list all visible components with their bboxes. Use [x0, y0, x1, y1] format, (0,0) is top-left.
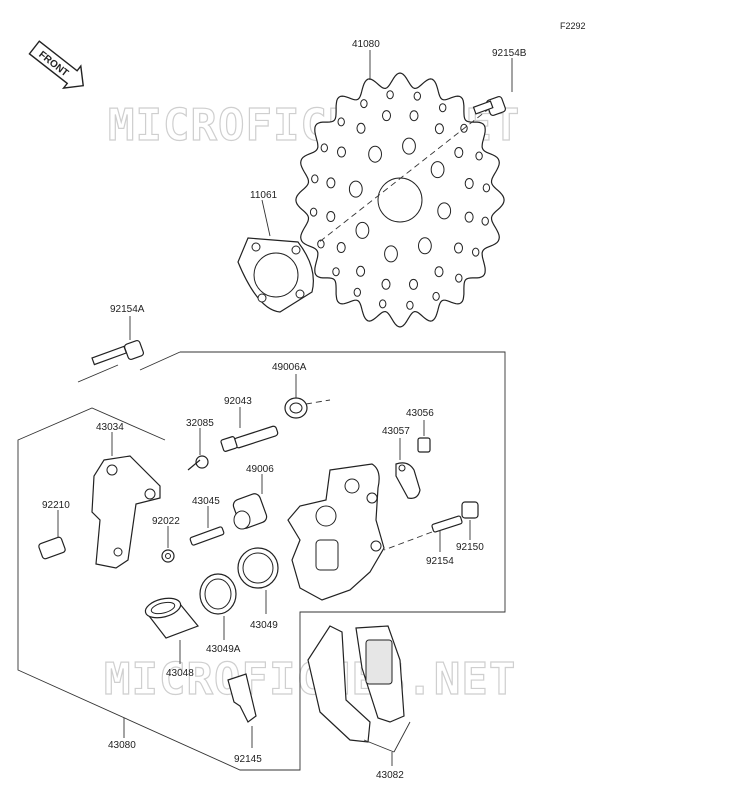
disc-hole	[437, 202, 452, 220]
disc-hole	[406, 300, 414, 310]
disc-hole	[379, 299, 387, 309]
disc-hole	[454, 242, 463, 254]
brake-pad-inner	[355, 625, 405, 723]
disc-hole	[432, 291, 440, 301]
caliper-bracket	[91, 455, 161, 569]
disc-hole	[368, 145, 383, 163]
disc-hole	[317, 239, 325, 249]
label-43045: 43045	[192, 496, 220, 507]
disc-hole	[360, 99, 368, 109]
disc-hole	[413, 91, 421, 101]
diagram-ref-code: F2292	[560, 21, 586, 31]
disc-hole	[482, 183, 491, 193]
disc-hole	[454, 147, 464, 158]
disc-hole	[336, 242, 346, 253]
label-43080: 43080	[108, 740, 136, 751]
disc-hole	[326, 211, 336, 222]
label-49006: 49006	[246, 464, 274, 475]
disc-hole	[475, 151, 483, 161]
front-direction-arrow-icon: FRONT	[28, 40, 84, 90]
boot-49006a	[284, 397, 308, 419]
label-43034: 43034	[96, 422, 124, 433]
disc-hole	[356, 265, 366, 277]
label-92154: 92154	[426, 556, 454, 567]
label-32085: 32085	[186, 418, 214, 429]
label-92145: 92145	[234, 754, 262, 765]
label-11061: 11061	[250, 190, 278, 201]
label-92150: 92150	[456, 542, 484, 553]
clip-32085	[187, 455, 209, 471]
disc-hole	[326, 177, 336, 189]
seal-43049	[237, 547, 279, 589]
pin-43045	[189, 526, 225, 546]
label-43082: 43082	[376, 770, 404, 781]
disc-hole	[337, 146, 346, 158]
label-43048: 43048	[166, 668, 194, 679]
label-92210: 92210	[42, 500, 70, 511]
disc-hole	[353, 287, 361, 297]
disc-hole	[356, 122, 366, 134]
disc-hole	[384, 245, 398, 263]
disc-hole	[455, 273, 463, 283]
spring-92145	[227, 673, 257, 723]
label-92022: 92022	[152, 516, 180, 527]
disc-spacer-plate	[237, 237, 314, 313]
disc-hole	[481, 216, 489, 226]
label-43057: 43057	[382, 426, 410, 437]
link-43057	[395, 462, 421, 499]
disc-hole	[402, 137, 416, 155]
seal-43049a	[199, 573, 237, 615]
disc-hole	[434, 266, 444, 278]
boot-49006	[232, 493, 268, 530]
disc-hole	[382, 110, 391, 122]
bolt-92154a	[91, 339, 145, 366]
disc-hole	[311, 174, 319, 184]
brake-disc	[295, 72, 505, 328]
label-49006a: 49006A	[272, 362, 307, 373]
label-43056: 43056	[406, 408, 434, 419]
disc-hole	[409, 278, 418, 290]
collar-92210	[38, 536, 66, 560]
label-92043: 92043	[224, 396, 252, 407]
washer-92022	[161, 549, 175, 563]
cap-92150	[461, 501, 479, 519]
disc-hole	[409, 110, 419, 122]
bolt-92154b	[472, 95, 507, 117]
disc-hole	[386, 90, 394, 100]
disc-hole	[464, 211, 474, 223]
disc-hole	[472, 247, 480, 257]
label-92154b: 92154B	[492, 48, 527, 59]
disc-hole	[381, 278, 391, 290]
label-41080: 41080	[352, 39, 380, 50]
disc-hole	[430, 161, 445, 179]
disc-hole	[418, 237, 432, 255]
label-92154a: 92154A	[110, 304, 145, 315]
bleeder-43056	[417, 437, 431, 453]
pin-92043	[220, 425, 279, 452]
disc-hole	[309, 207, 318, 217]
label-43049: 43049	[250, 620, 278, 631]
label-43049a: 43049A	[206, 644, 241, 655]
disc-hole	[434, 123, 444, 135]
disc-hole	[337, 117, 345, 127]
disc-hole	[332, 267, 340, 277]
disc-hole	[320, 143, 328, 153]
piston-43048	[144, 597, 199, 639]
disc-hole	[348, 180, 363, 198]
disc-hole	[439, 103, 447, 113]
disc-hole	[355, 221, 370, 239]
bolt-92154	[431, 515, 463, 533]
caliper-body	[287, 463, 385, 601]
disc-hole	[464, 178, 474, 189]
